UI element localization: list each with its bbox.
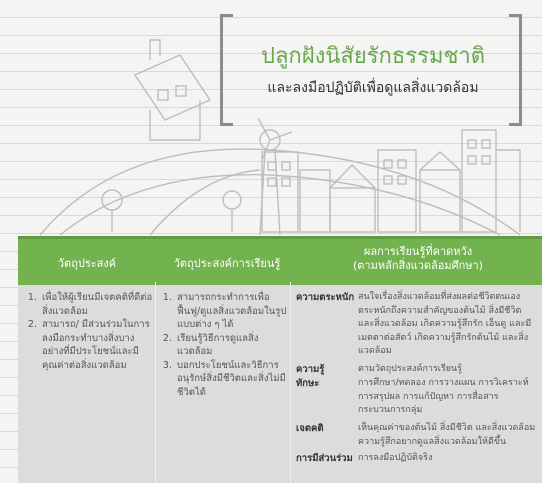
column-divider xyxy=(155,282,156,483)
objectives-table: วัตถุประสงค์ วัตถุประสงค์การเรียนรู้ ผลก… xyxy=(18,236,542,483)
outcome-text-attitude: เห็นคุณค่าของต้นไม้ สิ่งมีชีวิต และสิ่งแ… xyxy=(358,423,536,447)
header-learning-objectives: วัตถุประสงค์การเรียนรู้ xyxy=(173,257,281,270)
outcome-label-attitude: เจตคติ xyxy=(296,423,324,434)
page-subtitle: และลงมือปฏิบัติเพื่อดูแลสิ่งแวดล้อม xyxy=(267,80,479,96)
objectives-cell: เพื่อให้ผู้เรียนมีเจตคติที่ดีต่อสิ่งแวดล… xyxy=(26,291,154,372)
outcome-label-participation: การมีส่วนร่วม xyxy=(296,453,353,464)
outcome-text-participation: การลงมือปฏิบัติจริง xyxy=(358,453,433,463)
list-item: บอกประโยชน์และวิธีการอนุรักษ์สิ่งมีชีวิต… xyxy=(175,359,289,400)
outcome-text-skills: การศึกษา/ทดลอง การวางแผน การวิเคราะห์ กา… xyxy=(358,378,529,416)
header-expected-outcomes: ผลการเรียนรู้ที่คาดหวัง (ตามหลักสิ่งแวดล… xyxy=(298,245,538,273)
list-item: เรียนรู้วิธีการดูแลสิ่งแวดล้อม xyxy=(175,332,289,359)
table-header-row: วัตถุประสงค์ วัตถุประสงค์การเรียนรู้ ผลก… xyxy=(18,236,542,285)
list-item: สามารถกระทำการเพื่อฟื้นฟู/ดูแลสิ่งแวดล้อ… xyxy=(175,291,289,332)
header-outcomes-line1: ผลการเรียนรู้ที่คาดหวัง xyxy=(363,245,473,258)
column-divider xyxy=(290,282,291,483)
city-sketch-illustration xyxy=(39,39,521,236)
header-objectives: วัตถุประสงค์ xyxy=(57,257,117,270)
outcome-text-knowledge: ตามวัตถุประสงค์การเรียนรู้ xyxy=(358,364,462,374)
list-item: เพื่อให้ผู้เรียนมีเจตคติที่ดีต่อสิ่งแวดล… xyxy=(40,291,154,318)
learning-objectives-cell: สามารถกระทำการเพื่อฟื้นฟู/ดูแลสิ่งแวดล้อ… xyxy=(161,291,289,399)
title-bracket-left xyxy=(220,14,233,126)
outcome-text-awareness: สนใจเรื่องสิ่งแวดล้อมที่ส่งผลต่อชีวิตตนเ… xyxy=(358,292,532,357)
outcome-label-knowledge: ความรู้ xyxy=(296,364,325,375)
page-title: ปลูกฝังนิสัยรักธรรมชาติ xyxy=(260,44,486,69)
title-bracket-right xyxy=(509,14,522,126)
list-item: สามารถ/ มีส่วนร่วมในการลงมือกระทำบางสิ่ง… xyxy=(40,318,154,372)
outcome-label-skills: ทักษะ xyxy=(296,378,320,389)
outcome-label-awareness: ความตระหนัก xyxy=(296,292,355,303)
header-outcomes-line2: (ตามหลักสิ่งแวดล้อมศึกษา) xyxy=(353,259,483,272)
